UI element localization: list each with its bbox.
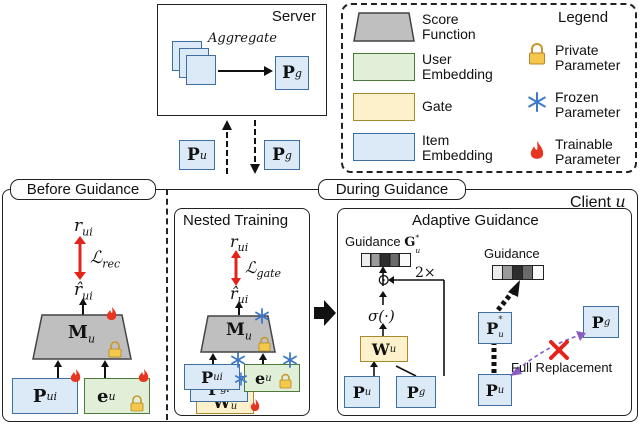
adaptive-guidance-panel: [337, 208, 632, 416]
bg-score-function: [32, 314, 132, 360]
nt-rhat-label: r̂ui: [230, 284, 249, 307]
bg-loss-label: ℒrec: [90, 248, 121, 271]
legend-frozen-parameter: Frozen Parameter: [555, 89, 621, 120]
user-embedding-swatch: [353, 53, 415, 81]
nt-loss-label: ℒgate: [245, 258, 282, 281]
bg-e-to-m-arrow: [101, 360, 109, 378]
nt-loss-arrow: [231, 250, 241, 286]
legend-user-embedding: User Embedding: [422, 51, 493, 82]
upload-param-sub: u: [199, 148, 207, 162]
ag-g-symbol: G: [404, 235, 416, 250]
nt-w-flame-icon: [250, 399, 260, 411]
ag-pstar-box: P*u: [478, 312, 512, 344]
bg-score-to-rhat-arrow: [79, 298, 87, 316]
during-guidance-tab: During Guidance: [318, 179, 466, 200]
nt-m-label: Mu: [226, 320, 252, 343]
nt-p-snowflake-icon: [231, 352, 245, 368]
guidance-separator: [166, 189, 168, 420]
bg-e-flame-icon: [138, 369, 149, 382]
bg-p-flame-icon: [70, 369, 81, 382]
cross-icon: [549, 340, 569, 360]
ag-guidance-right-vector: [492, 265, 544, 280]
ag-sigma-label: σ(·): [368, 307, 395, 325]
score-function-swatch: [353, 12, 415, 42]
flame-icon: [530, 141, 544, 159]
ag-right-flow: [491, 280, 520, 373]
legend-item-embedding: Item Embedding: [422, 132, 493, 163]
global-param-label: P: [282, 63, 295, 83]
nt-m-lock-icon: [258, 336, 271, 352]
download-param-sub: g: [284, 148, 292, 162]
legend-private-parameter: Private Parameter: [555, 42, 621, 73]
adaptive-guidance-title: Adaptive Guidance: [412, 212, 539, 229]
bg-rhat-label: r̂ui: [74, 280, 93, 303]
before-guidance-tab: Before Guidance: [10, 179, 156, 200]
legend-score-function: Score Function: [422, 11, 476, 42]
item-embedding-swatch: [353, 133, 415, 161]
client-stack-box-3: [186, 55, 216, 85]
nt-score-function: [200, 315, 276, 353]
download-param-label: P: [272, 145, 285, 165]
legend-trainable-parameter: Trainable Parameter: [555, 136, 621, 167]
nested-to-adaptive-arrow: [314, 300, 336, 326]
nt-score-to-rhat-arrow: [235, 301, 243, 315]
global-param-sub: g: [294, 66, 302, 80]
download-arrow: [250, 120, 260, 174]
aggregate-arrow: [218, 66, 273, 76]
ag-guidance-vector: [361, 253, 411, 267]
aggregate-label: Aggregate: [208, 31, 277, 46]
nested-training-panel: [174, 208, 310, 416]
nested-training-title: Nested Training: [183, 212, 289, 229]
upload-param-label: P: [187, 145, 200, 165]
nt-pg-snowflake-icon: [234, 372, 247, 386]
ag-full-replacement-label: Full Replacement: [511, 360, 613, 375]
ag-guidance-right-label: Guidance: [484, 246, 540, 261]
snowflake-icon: [528, 92, 546, 112]
legend-gate: Gate: [422, 98, 453, 114]
bg-p-to-m-arrow: [54, 360, 62, 378]
legend-title: Legend: [558, 9, 609, 26]
bg-loss-arrow: [74, 236, 86, 280]
client-label-text: Client: [570, 194, 611, 211]
bg-m-label: Mu: [68, 322, 96, 346]
lock-icon: [529, 43, 545, 65]
server-title: Server: [271, 8, 316, 25]
bg-r-label: rui: [74, 216, 93, 239]
nt-r-label: rui: [230, 232, 249, 255]
ag-odot: ⊙: [377, 270, 391, 289]
during-guidance-title: During Guidance: [335, 181, 449, 198]
nt-e-snowflake-icon: [283, 352, 297, 368]
upload-arrow: [222, 120, 232, 174]
ag-times-label: 2×: [415, 265, 436, 281]
ag-replacement-arc: [510, 331, 586, 376]
ag-flow-lines: [370, 266, 445, 377]
client-var: u: [615, 192, 626, 211]
before-guidance-title: Before Guidance: [26, 181, 140, 198]
bg-m-flame-icon: [106, 307, 117, 320]
legend-panel: Score Function User Embedding Gate Item …: [341, 3, 637, 173]
client-label: Client u: [570, 192, 626, 212]
ag-guidance-text: Guidance: [345, 234, 401, 249]
nt-e-lock-icon: [279, 373, 292, 389]
bg-e-lock-icon: [130, 395, 144, 412]
nt-m-snowflake-icon: [255, 308, 269, 324]
ag-guidance-label: Guidance G*u: [345, 233, 421, 255]
bg-m-lock-icon: [108, 341, 122, 358]
gate-swatch: [353, 93, 415, 121]
